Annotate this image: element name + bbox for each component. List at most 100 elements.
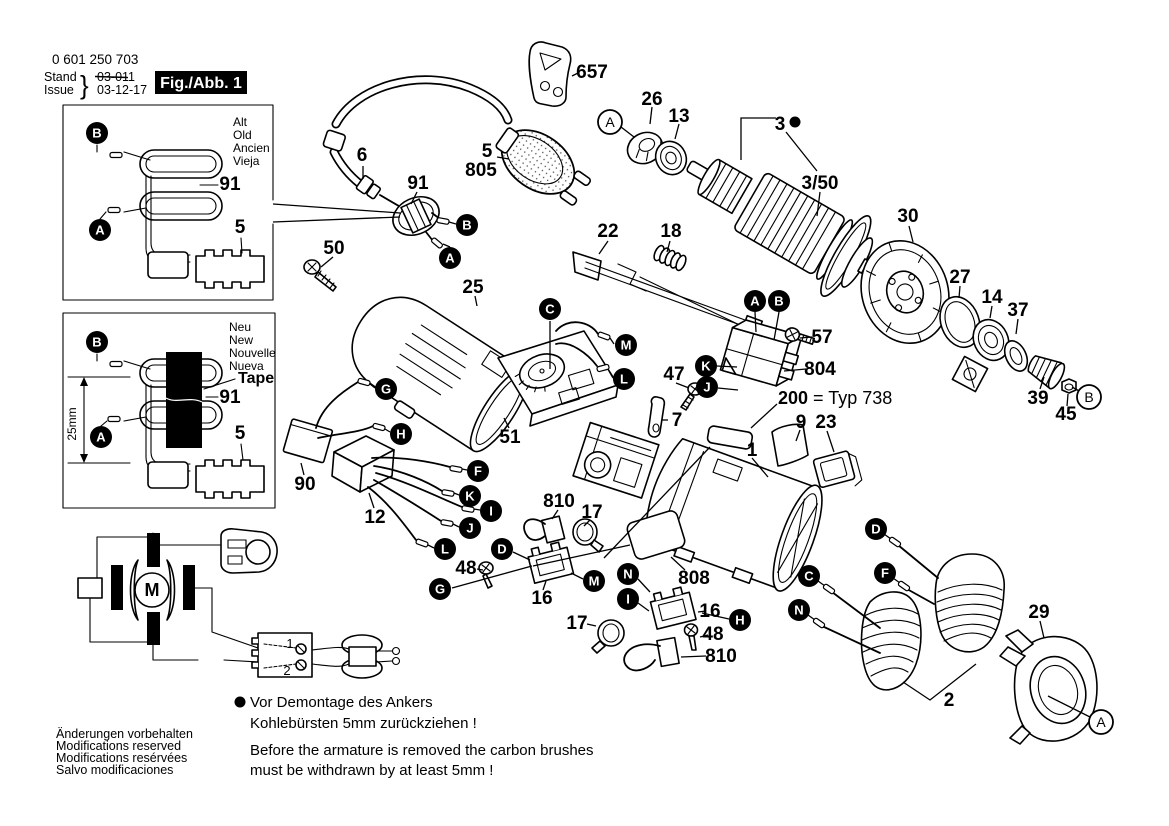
leader-line [697, 610, 707, 613]
svg-text:J: J [703, 380, 710, 395]
ref-badge-d: D [491, 538, 513, 560]
leader-line [649, 106, 653, 125]
svg-text:L: L [620, 372, 628, 387]
issue-value: 03-12-17 [97, 83, 147, 97]
footer-fr: Modifications resérvées [56, 751, 187, 765]
svg-text:K: K [465, 489, 475, 504]
ref-badge-l: L [434, 538, 456, 560]
leader-line [785, 131, 818, 172]
brush-holder-upper [527, 541, 575, 585]
type-designation: 200 = Typ 738 [778, 388, 892, 408]
leader-line [675, 382, 690, 389]
ref-badge-open-a: A [597, 109, 623, 135]
part-callout-1: 1 [747, 440, 758, 461]
leader-line [908, 225, 914, 243]
type-plate [706, 425, 754, 450]
ball-bearing-13 [654, 140, 688, 176]
leader-line [989, 305, 993, 319]
variant-fr: Ancien [233, 141, 270, 155]
leader-line [1047, 695, 1091, 718]
part-callout-810: 810 [705, 646, 737, 667]
leader-line [512, 551, 531, 561]
leader-line [699, 634, 709, 638]
dimension-25mm: 25mm [65, 376, 131, 464]
power-cord [322, 75, 513, 210]
label-plate-9 [771, 423, 809, 467]
part-callout-6: 6 [357, 145, 368, 166]
field-coil-upper [934, 553, 1005, 653]
wire-lug [107, 206, 121, 214]
issue-label: Issue [44, 83, 74, 97]
leader-line [754, 311, 757, 333]
part-callout-50: 50 [323, 238, 344, 259]
leader-line [503, 417, 510, 429]
leader-line [586, 623, 597, 627]
ref-badge-a: A [439, 247, 461, 269]
svg-text:B: B [92, 335, 101, 350]
inset-old-sleeve-number: 5 [235, 217, 246, 238]
wire-lug [440, 519, 454, 527]
dot-icon [789, 116, 801, 128]
part-callout-2: 2 [944, 690, 955, 711]
part-callout-30: 30 [897, 206, 918, 227]
wire-lug [449, 465, 463, 473]
part-callout-48: 48 [702, 624, 723, 645]
leader-line [551, 509, 559, 520]
terminal-1-label: 1 [286, 636, 293, 651]
svg-text:A: A [605, 114, 615, 130]
clamp-bracket-7 [647, 396, 666, 438]
leader-line [369, 383, 376, 389]
leader-line [542, 580, 547, 591]
part-callout-657: 657 [576, 62, 608, 83]
footer-de: Änderungen vorbehalten [56, 727, 193, 741]
ref-badge-f: F [874, 562, 896, 584]
wire-lug [888, 536, 902, 548]
leader-line [570, 572, 584, 580]
svg-text:I: I [489, 504, 493, 519]
part-callout-37: 37 [1007, 300, 1028, 321]
motor-cover [351, 296, 530, 453]
variant-de: Neu [229, 320, 251, 334]
part-callout-804: 804 [804, 359, 836, 380]
wire-lug [107, 415, 121, 423]
leader-line [609, 337, 615, 345]
dimension-text: 25mm [65, 407, 79, 440]
switch-button [812, 450, 863, 489]
leader-line [637, 602, 650, 612]
part-callout-16: 16 [699, 601, 720, 622]
leader-line [1039, 620, 1045, 639]
leader-line [674, 123, 680, 140]
leader-line [958, 285, 961, 299]
cord-guard-coil [392, 195, 440, 237]
footer-block: Änderungen vorbehalten Modifications res… [56, 727, 193, 777]
part-callout-47: 47 [663, 364, 684, 385]
screw-50 [303, 259, 337, 292]
part-callout-14: 14 [981, 287, 1003, 308]
carbon-brush-upper [523, 515, 566, 544]
leader-line [799, 336, 813, 339]
part-callout-26: 26 [641, 89, 662, 110]
leader-line [272, 203, 401, 214]
svg-text:A: A [1096, 714, 1106, 730]
svg-text:A: A [750, 294, 760, 309]
switch-symbol: 1 2 [251, 632, 313, 678]
air-guide-ring [999, 629, 1098, 745]
leader-line [620, 126, 635, 138]
screw-57 [784, 327, 816, 345]
leader-line [532, 544, 631, 567]
leader-line [473, 508, 481, 511]
o-ring [939, 295, 981, 349]
ref-badge-b: B [86, 122, 108, 144]
label-plate-808 [626, 510, 686, 560]
coil-lead-wires [821, 544, 939, 654]
pinion-gear [1027, 355, 1066, 390]
document-part-number: 0 601 250 703 [52, 52, 138, 67]
leader-line [320, 256, 334, 268]
ref-badge-j: J [459, 517, 481, 539]
screw-48-upper [478, 561, 494, 589]
leader-line [740, 117, 776, 160]
ref-badge-h: H [390, 423, 412, 445]
ref-badge-i: I [480, 500, 502, 522]
